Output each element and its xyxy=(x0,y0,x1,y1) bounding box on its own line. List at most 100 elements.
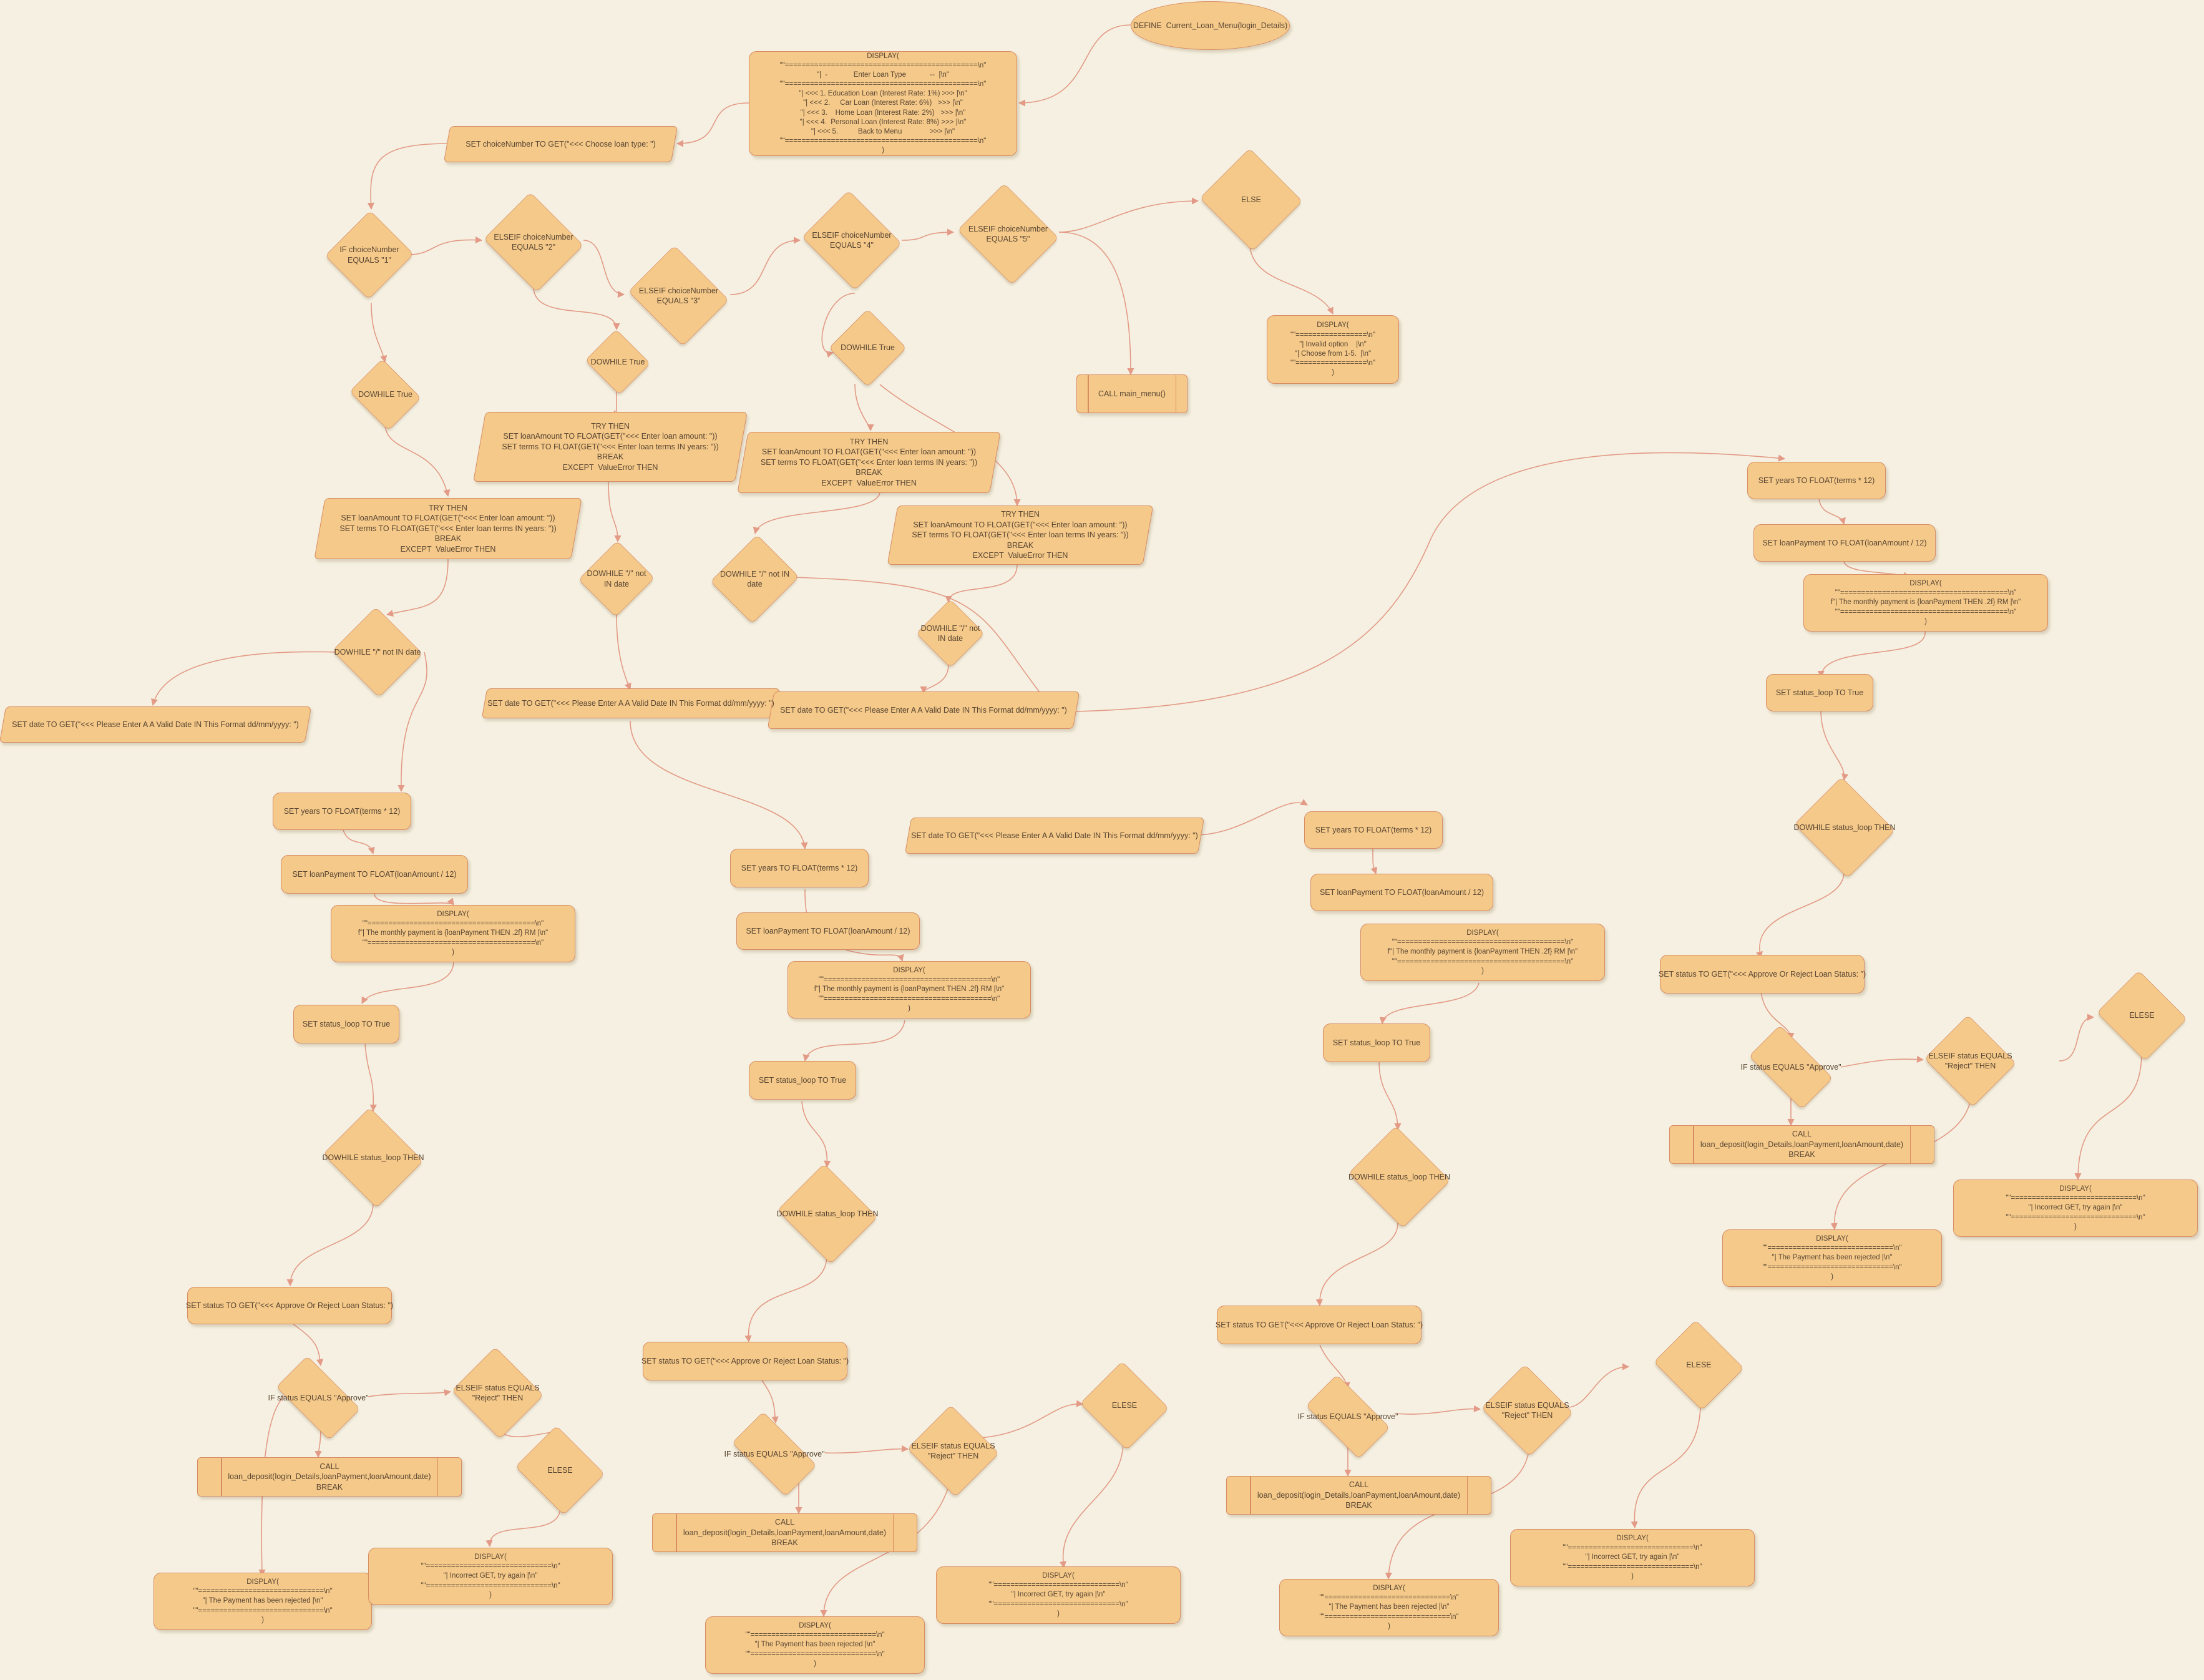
if-status-approve-decision: IF status EQUALS "Approve" xyxy=(1738,1025,1844,1110)
elese-decision: ELESE xyxy=(512,1425,608,1515)
rejected-display-node: DISPLAY( ""=============================… xyxy=(1722,1229,1942,1287)
edge xyxy=(824,1445,909,1454)
edge xyxy=(1385,1450,1529,1580)
elseif-choice-4-decision: ELSEIF choiceNumber EQUALS "4" xyxy=(799,190,905,290)
edge xyxy=(1249,246,1334,315)
set-loan-payment-node: SET loanPayment TO FLOAT(loanAmount / 12… xyxy=(281,855,468,894)
try-input-node: TRY THEN SET loanAmount TO FLOAT(GET("<<… xyxy=(737,432,1001,493)
monthly-payment-display-node: DISPLAY( ""=============================… xyxy=(331,905,575,962)
edge xyxy=(1818,499,1846,525)
edge xyxy=(397,652,427,793)
edge xyxy=(753,492,880,535)
dowhile-date-decision: DOWHILE "/" not IN date xyxy=(916,599,985,668)
elseif-status-reject-decision: ELSEIF status EQUALS "Reject" THEN xyxy=(449,1347,546,1439)
edge xyxy=(364,1043,377,1112)
edge xyxy=(293,1324,324,1367)
incorrect-display-node: DISPLAY( ""=============================… xyxy=(1953,1179,2198,1237)
if-status-approve-decision: IF status EQUALS "Approve" xyxy=(721,1412,828,1497)
edge xyxy=(630,720,808,850)
if-choice-1-decision: IF choiceNumber EQUALS "1" xyxy=(324,210,414,300)
set-status-node: SET status TO GET("<<< Approve Or Reject… xyxy=(641,1342,849,1380)
edge xyxy=(1315,1223,1398,1307)
edge xyxy=(368,1389,452,1397)
dowhile-true-decision: DOWHILE True xyxy=(346,359,424,431)
edge xyxy=(1018,24,1131,107)
define-function-node: DEFINE Current_Loan_Menu(login_Details) xyxy=(1131,1,1290,50)
edge xyxy=(361,960,454,1004)
edge xyxy=(761,1379,779,1424)
edge xyxy=(1379,982,1480,1025)
dowhile-status-decision: DOWHILE status_loop THEN xyxy=(1791,777,1898,878)
set-status-node: SET status TO GET("<<< Approve Or Reject… xyxy=(186,1287,393,1324)
set-loan-payment-node: SET loanPayment TO FLOAT(loanAmount / 12… xyxy=(1310,874,1493,911)
edge xyxy=(945,564,1018,603)
edge xyxy=(676,102,749,147)
set-status-loop-node: SET status_loop TO True xyxy=(1766,674,1873,711)
edge xyxy=(533,286,620,331)
set-status-loop-node: SET status_loop TO True xyxy=(749,1061,856,1100)
set-status-loop-node: SET status_loop TO True xyxy=(1323,1023,1430,1062)
edge xyxy=(1058,197,1199,233)
call-loan-deposit-node: CALL loan_deposit(login_Details,loanPaym… xyxy=(1226,1476,1491,1515)
edge xyxy=(1817,631,1926,678)
edge xyxy=(1631,1407,1701,1529)
incorrect-display-node: DISPLAY( ""=============================… xyxy=(368,1548,613,1605)
loan-menu-display-node: DISPLAY( ""=============================… xyxy=(749,51,1017,156)
if-status-approve-decision: IF status EQUALS "Approve" xyxy=(265,1355,371,1440)
edge xyxy=(2059,1013,2095,1062)
edge xyxy=(1756,873,1845,959)
call-main-menu-node: CALL main_menu() xyxy=(1076,374,1187,413)
edge xyxy=(1059,1441,1124,1569)
set-date-node: SET date TO GET("<<< Please Enter A A Va… xyxy=(481,688,781,718)
set-status-node: SET status TO GET("<<< Approve Or Reject… xyxy=(1659,955,1866,994)
set-status-node: SET status TO GET("<<< Approve Or Reject… xyxy=(1216,1306,1423,1344)
rejected-display-node: DISPLAY( ""=============================… xyxy=(154,1573,372,1630)
try-input-node: TRY THEN SET loanAmount TO FLOAT(GET("<<… xyxy=(887,505,1154,565)
elseif-status-reject-decision: ELSEIF status EQUALS "Reject" THEN xyxy=(1479,1364,1576,1457)
edge xyxy=(616,614,631,691)
dowhile-status-decision: DOWHILE status_loop THEN xyxy=(774,1163,881,1264)
edge xyxy=(151,651,336,706)
elseif-choice-3-decision: ELSEIF choiceNumber EQUALS "3" xyxy=(624,245,733,346)
set-loan-payment-node: SET loanPayment TO FLOAT(loanAmount / 12… xyxy=(1753,524,1936,562)
set-years-node: SET years TO FLOAT(terms * 12) xyxy=(1304,811,1443,849)
dowhile-true-decision: DOWHILE True xyxy=(583,329,652,395)
set-loan-payment-node: SET loanPayment TO FLOAT(loanAmount / 12… xyxy=(736,912,920,950)
dowhile-date-decision: DOWHILE "/" not IN date xyxy=(578,540,655,618)
edge xyxy=(1820,710,1849,781)
dowhile-status-decision: DOWHILE status_loop THEN xyxy=(1345,1126,1454,1228)
edge xyxy=(386,558,449,617)
edge xyxy=(371,302,388,363)
edge xyxy=(845,949,904,962)
edge xyxy=(374,893,454,906)
elseif-choice-5-decision: ELSEIF choiceNumber EQUALS "5" xyxy=(953,183,1063,285)
edge xyxy=(854,383,874,432)
set-years-node: SET years TO FLOAT(terms * 12) xyxy=(1747,462,1886,499)
rejected-display-node: DISPLAY( ""=============================… xyxy=(705,1616,925,1674)
elseif-status-reject-decision: ELSEIF status EQUALS "Reject" THEN xyxy=(1922,1015,2019,1107)
if-status-approve-decision: IF status EQUALS "Approve" xyxy=(1295,1374,1401,1459)
edge xyxy=(1197,799,1308,836)
edge xyxy=(608,481,622,543)
edge xyxy=(485,1507,561,1548)
set-years-node: SET years TO FLOAT(terms * 12) xyxy=(273,793,411,830)
edge xyxy=(408,236,483,255)
edge xyxy=(920,664,949,694)
try-input-node: TRY THEN SET loanAmount TO FLOAT(GET("<<… xyxy=(314,498,582,559)
call-loan-deposit-node: CALL loan_deposit(login_Details,loanPaym… xyxy=(1669,1125,1934,1164)
edge xyxy=(343,829,375,855)
edge xyxy=(1058,232,1134,376)
edge xyxy=(729,237,801,295)
edge xyxy=(1569,1363,1630,1408)
edge xyxy=(315,1427,322,1458)
edge xyxy=(1076,452,1786,712)
edge xyxy=(384,422,451,497)
edge xyxy=(792,577,1055,712)
invalid-option-display-node: DISPLAY( ""=================\n" "| Inval… xyxy=(1267,315,1399,384)
try-input-node: TRY THEN SET loanAmount TO FLOAT(GET("<<… xyxy=(473,412,748,482)
monthly-payment-display-node: DISPLAY( ""=============================… xyxy=(1803,574,2048,632)
edge xyxy=(801,1101,831,1168)
edge xyxy=(1370,848,1378,875)
set-date-node: SET date TO GET("<<< Please Enter A A Va… xyxy=(0,706,312,743)
edge xyxy=(1378,1060,1402,1131)
